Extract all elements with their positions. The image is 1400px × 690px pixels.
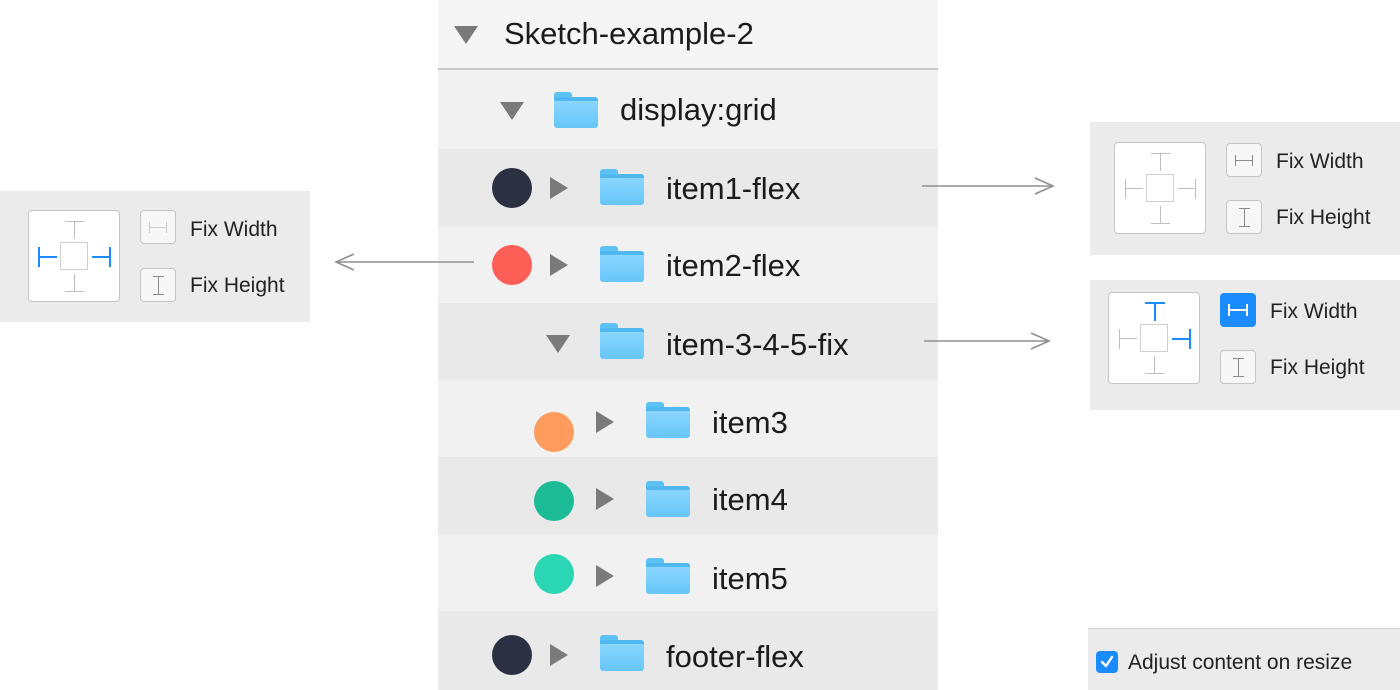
resizing-pin-control[interactable] — [28, 210, 120, 302]
fix-width-button[interactable] — [140, 210, 176, 244]
resizing-pin-control[interactable] — [1108, 292, 1200, 384]
layer-name: Sketch-example-2 — [504, 16, 754, 51]
fix-height-button[interactable] — [1220, 350, 1256, 384]
color-dot — [534, 412, 574, 452]
disclosure-down-icon[interactable] — [546, 335, 570, 353]
layer-row-root[interactable]: Sketch-example-2 — [438, 0, 938, 70]
folder-icon — [600, 323, 644, 359]
disclosure-down-icon[interactable] — [500, 102, 524, 120]
disclosure-right-icon[interactable] — [596, 565, 614, 587]
layer-name: item2-flex — [666, 248, 801, 283]
disclosure-right-icon[interactable] — [596, 411, 614, 433]
disclosure-right-icon[interactable] — [550, 644, 568, 666]
checkmark-icon — [1100, 655, 1114, 668]
folder-icon — [554, 92, 598, 128]
color-dot — [492, 168, 532, 208]
layer-name: item3 — [712, 405, 788, 440]
layer-row-item1-flex[interactable]: item1-flex — [438, 149, 938, 226]
fix-height-button[interactable] — [1226, 200, 1262, 234]
layer-name: display:grid — [620, 92, 777, 127]
resizing-pin-control[interactable] — [1114, 142, 1206, 234]
color-dot — [534, 554, 574, 594]
folder-icon — [600, 169, 644, 205]
layer-name: item-3-4-5-fix — [666, 327, 849, 362]
resizing-panel-right-top: Fix Width Fix Height — [1090, 122, 1400, 255]
folder-icon — [646, 558, 690, 594]
disclosure-right-icon[interactable] — [550, 254, 568, 276]
layer-name: item5 — [712, 561, 788, 596]
layer-row-item5[interactable]: item5 — [438, 534, 938, 611]
folder-icon — [600, 635, 644, 671]
adjust-content-label: Adjust content on resize — [1128, 651, 1353, 674]
fix-height-button[interactable] — [140, 268, 176, 302]
layer-row-item3[interactable]: item3 — [438, 380, 938, 457]
fix-width-label: Fix Width — [1276, 150, 1364, 173]
layer-list: Sketch-example-2 display:grid item1-flex… — [438, 0, 938, 690]
adjust-content-checkbox[interactable] — [1096, 651, 1118, 673]
resizing-panel-right-mid: Fix Width Fix Height — [1090, 280, 1400, 410]
layer-row-footer-flex[interactable]: footer-flex — [438, 611, 938, 690]
disclosure-down-icon[interactable] — [454, 26, 478, 44]
layer-row-display-grid[interactable]: display:grid — [438, 72, 938, 149]
color-dot — [534, 481, 574, 521]
folder-icon — [646, 481, 690, 517]
folder-icon — [600, 246, 644, 282]
layer-row-item4[interactable]: item4 — [438, 457, 938, 534]
layer-row-item-3-4-5-fix[interactable]: item-3-4-5-fix — [438, 303, 938, 380]
arrow-left-icon — [334, 253, 474, 271]
fix-width-button[interactable] — [1226, 143, 1262, 177]
fix-width-label: Fix Width — [1270, 300, 1358, 323]
layer-name: item4 — [712, 482, 788, 517]
folder-icon — [646, 402, 690, 438]
adjust-content-option: Adjust content on resize — [1088, 628, 1400, 690]
resizing-panel-left: Fix Width Fix Height — [0, 191, 310, 322]
layer-name: item1-flex — [666, 171, 801, 206]
color-dot — [492, 245, 532, 285]
fix-height-label: Fix Height — [1270, 356, 1365, 379]
fix-height-label: Fix Height — [190, 274, 285, 297]
fix-height-label: Fix Height — [1276, 206, 1371, 229]
arrow-right-icon — [924, 332, 1051, 350]
arrow-right-icon — [922, 177, 1055, 195]
fix-width-label: Fix Width — [190, 218, 278, 241]
disclosure-right-icon[interactable] — [550, 177, 568, 199]
disclosure-right-icon[interactable] — [596, 488, 614, 510]
layer-row-item2-flex[interactable]: item2-flex — [438, 226, 938, 303]
layer-name: footer-flex — [666, 639, 804, 674]
color-dot — [492, 635, 532, 675]
fix-width-button[interactable] — [1220, 293, 1256, 327]
